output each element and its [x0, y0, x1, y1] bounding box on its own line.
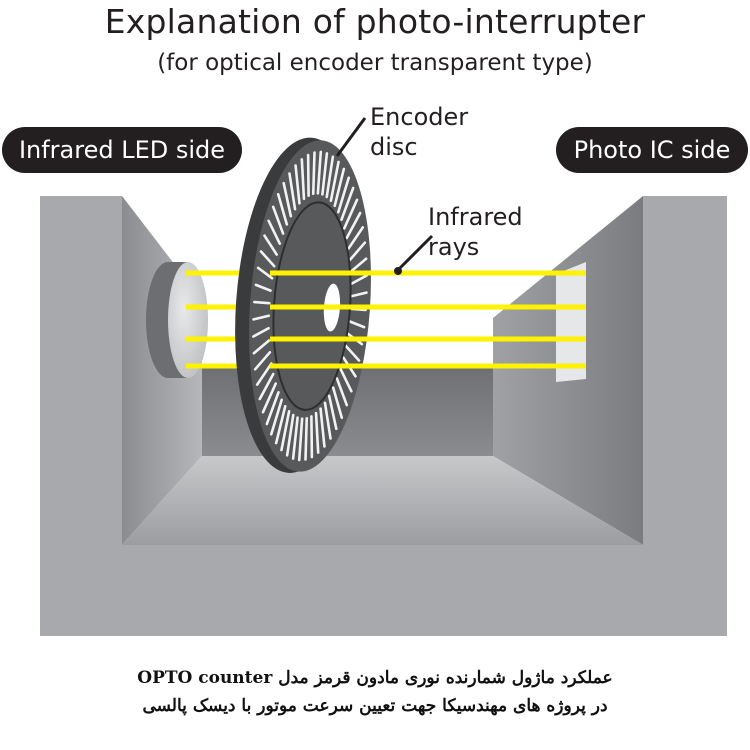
disc-slot [311, 151, 316, 196]
disc-slot [276, 193, 289, 226]
photo-ic-side-label: Photo IC side [556, 127, 748, 173]
disc-slot [261, 382, 278, 414]
disc-slot [306, 153, 310, 197]
disc-slot [321, 152, 329, 196]
disc-slot [325, 155, 335, 199]
disc-slot [253, 351, 272, 371]
disc-slot [252, 326, 270, 338]
disc-slot [300, 158, 306, 201]
frame-base-front [40, 196, 727, 636]
disc-slot [340, 186, 355, 221]
encoder-disc-callout-line2: disc [370, 133, 418, 161]
disc-slot [252, 339, 271, 355]
infrared-led-side-label: Infrared LED side [2, 127, 242, 173]
disc-slot [271, 205, 285, 235]
disc-slot [349, 257, 368, 273]
disc-slot [304, 416, 309, 461]
disc-slot [347, 226, 365, 250]
infrared-led [146, 262, 208, 378]
rays-leader-line [396, 234, 434, 272]
disc-slot [282, 181, 293, 218]
disc-slot [259, 250, 276, 268]
disc-slot [349, 291, 368, 298]
disc-slot [255, 362, 273, 386]
frame-floor [122, 456, 643, 545]
disc-slot [327, 394, 338, 431]
disc-slot [335, 377, 349, 407]
disc-slot [274, 404, 287, 445]
disc-slot [314, 411, 320, 454]
disc-slot [342, 198, 359, 230]
persian-caption: عملکرد ماژول شمارنده نوری مادون قرمز مدل… [0, 664, 750, 720]
disc-slot [258, 372, 275, 401]
disc-slot [331, 386, 344, 419]
disc-slot [323, 401, 332, 440]
disc-leader-line [335, 117, 367, 157]
disc-slot [297, 417, 304, 462]
encoder-disc-callout: Encoder disc [370, 102, 468, 162]
disc-slot [319, 407, 326, 448]
disc-slot [344, 344, 361, 362]
disc-slot [329, 160, 340, 203]
infrared-rays-right [270, 270, 586, 369]
disc-slot [316, 150, 323, 195]
disc-slot [254, 283, 272, 292]
disc-slot [288, 172, 297, 211]
led-face [168, 262, 208, 378]
rays-leader-dot [394, 267, 402, 275]
persian-caption-line2: در پروژه های مهندسیکا جهت تعیین سرعت موت… [142, 696, 608, 716]
infrared-rays-callout: Infrared rays [428, 202, 523, 262]
disc-slot [269, 398, 283, 436]
disc-slot [291, 416, 299, 460]
persian-caption-line1: عملکرد ماژول شمارنده نوری مادون قرمز مدل… [137, 668, 613, 688]
disc-slot [265, 391, 280, 426]
infrared-rays-callout-line2: rays [428, 233, 480, 261]
disc-slot [285, 413, 295, 457]
disc-slot [263, 234, 279, 256]
disc-slot [267, 219, 282, 245]
photo-ic-window [556, 262, 586, 382]
disc-slot [348, 320, 366, 329]
disc-slot [333, 167, 346, 208]
diagram-subtitle: (for optical encoder transparent type) [157, 50, 593, 76]
disc-slot [338, 367, 353, 393]
disc-slot [252, 314, 271, 321]
disc-slot [253, 300, 271, 305]
disc-slot [345, 211, 362, 240]
disc-slot [337, 176, 351, 214]
disc-slot [310, 415, 314, 459]
infrared-rays-callout-line1: Infrared [428, 203, 523, 231]
disc-slot [256, 266, 274, 280]
encoder-disc-callout-line1: Encoder [370, 103, 469, 131]
interrupter-frame [40, 196, 727, 636]
disc-slot [280, 409, 291, 452]
disc-slot [348, 241, 367, 261]
diagram-title: Explanation of photo-interrupter [104, 2, 646, 41]
disc-slot [350, 274, 368, 286]
disc-slot [294, 164, 301, 205]
